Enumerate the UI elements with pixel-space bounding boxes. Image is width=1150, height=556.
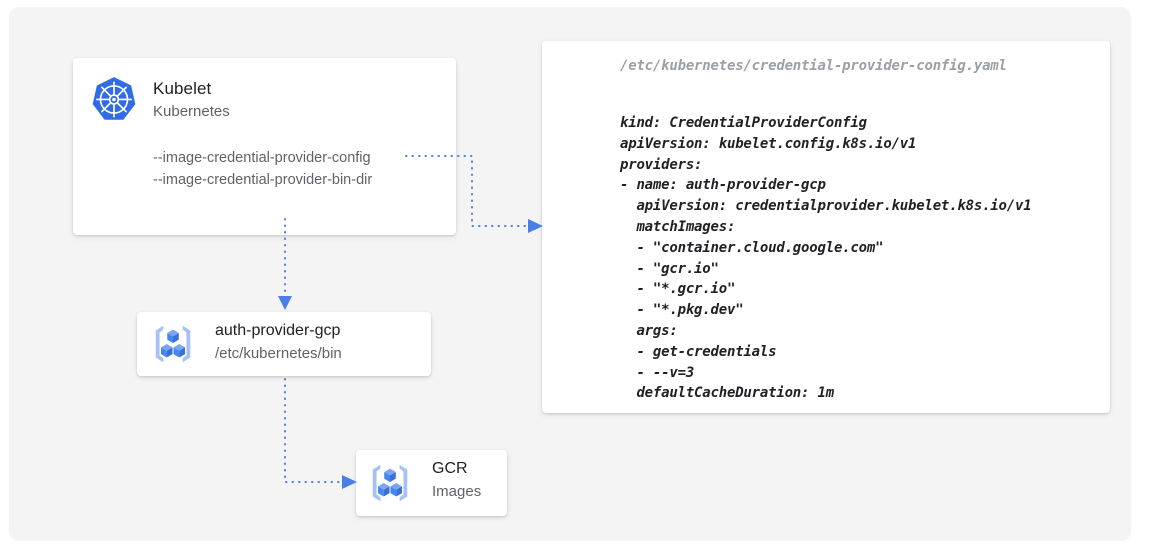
gcr-node-card[interactable]: GCR Images [356,450,507,516]
kubelet-flag-image-credential-provider-bin-dir: --image-credential-provider-bin-dir [153,172,373,188]
credential-provider-config-card[interactable]: /etc/kubernetes/credential-provider-conf… [542,41,1110,413]
kubelet-title: Kubelet [153,79,212,98]
gcp-container-registry-icon [149,320,197,368]
yaml-content: kind: CredentialProviderConfig apiVersio… [620,115,1032,402]
auth-provider-subtitle: /etc/kubernetes/bin [215,345,342,362]
yaml-filename-label: /etc/kubernetes/credential-provider-conf… [620,58,1007,74]
kubernetes-helm-wheel-icon [88,74,140,126]
auth-provider-gcp-node-card[interactable]: auth-provider-gcp /etc/kubernetes/bin [137,312,431,376]
gcr-subtitle: Images [432,483,482,500]
gcr-title: GCR [432,460,468,477]
kubelet-subtitle: Kubernetes [153,103,230,120]
kubelet-node-card[interactable]: Kubelet Kubernetes --image-credential-pr… [73,58,456,235]
gcp-container-registry-icon [366,459,414,507]
kubelet-flag-image-credential-provider-config: --image-credential-provider-config [153,150,371,166]
auth-provider-title: auth-provider-gcp [215,322,341,339]
